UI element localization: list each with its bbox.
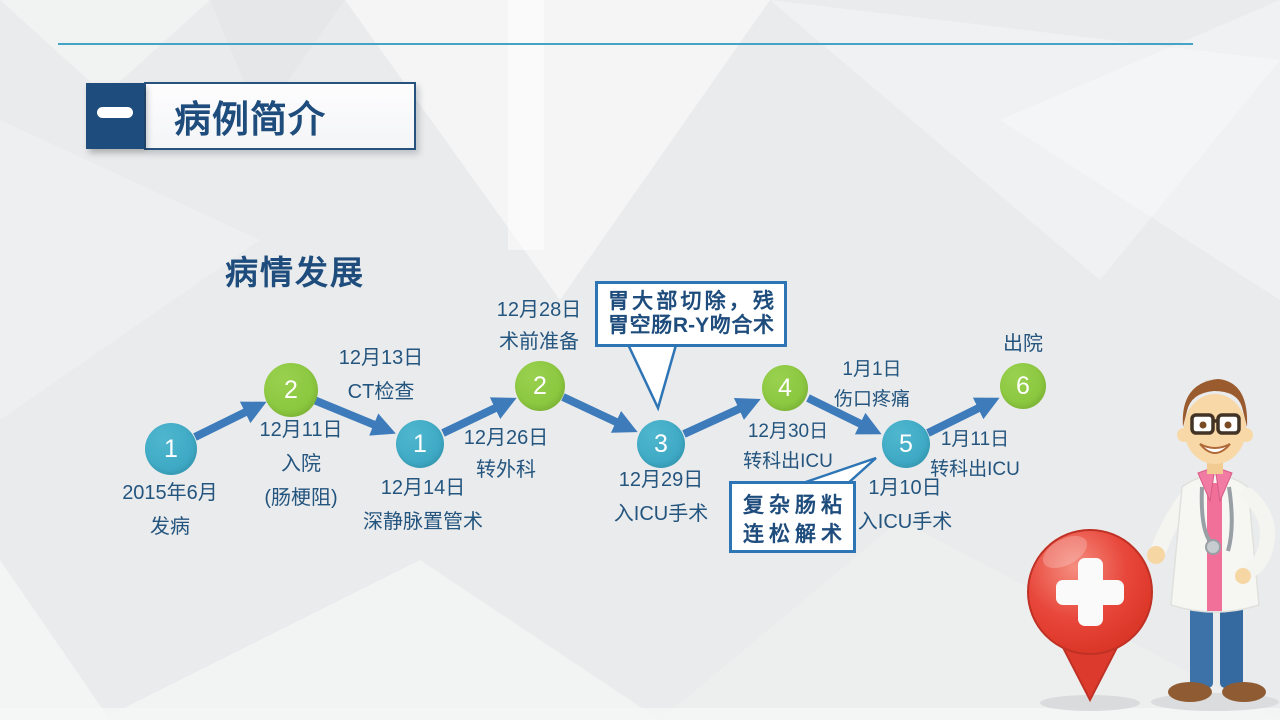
callout-gastrectomy: 胃大部切除，残 胃空肠R-Y吻合术 [595, 281, 787, 347]
medical-cross-pin-icon [1027, 529, 1153, 711]
label-wound-pain: 1月1日 伤口疼痛 [833, 359, 910, 410]
title-marker [86, 83, 144, 149]
label-admission: 12月11日 入院 (肠梗阻) [259, 419, 343, 509]
label-transfer-surgery: 12月26日 转外科 [463, 427, 549, 481]
label-ct-check: 12月13日 CT检查 [338, 347, 424, 403]
label-preop: 12月28日 术前准备 [496, 299, 582, 353]
label-icu-op2: 1月10日 入ICU手术 [857, 477, 953, 533]
arrow-2-3 [312, 396, 396, 436]
timeline-node-6: 4 [762, 365, 808, 411]
label-out-icu2: 1月11日 转科出ICU [930, 429, 1020, 480]
callout-1-tail [623, 336, 680, 412]
arrow-3-4 [441, 397, 517, 437]
label-discharge: 出院 [1003, 333, 1043, 355]
label-cvc: 12月14日 深静脉置管术 [363, 477, 483, 533]
timeline-node-5: 3 [637, 420, 685, 468]
arrow-6-7 [806, 394, 882, 435]
label-onset: 2015年6月 发病 [122, 482, 218, 538]
page-title: 病例简介 [174, 99, 326, 140]
arrow-5-6 [682, 398, 761, 438]
arrow-1-2 [193, 401, 267, 441]
label-icu-op1: 12月29日 入ICU手术 [613, 469, 709, 525]
timeline-node-7: 5 [882, 420, 930, 468]
timeline-node-1: 1 [145, 423, 197, 475]
minus-icon [97, 106, 133, 118]
arrow-7-8 [926, 397, 1000, 437]
timeline-node-3: 1 [396, 420, 444, 468]
timeline-node-4: 2 [515, 361, 565, 411]
section-heading: 病情发展 [225, 254, 365, 291]
label-out-icu1: 12月30日 转科出ICU [743, 421, 833, 472]
title-box: 病例简介 [144, 82, 416, 150]
timeline-node-8: 6 [1000, 363, 1046, 409]
arrow-4-5 [561, 393, 638, 433]
medical-cross-icon [1056, 558, 1124, 626]
doctor-cartoon [1147, 379, 1279, 711]
header-divider-line [58, 43, 1193, 45]
callout-adhesiolysis: 复杂肠粘 连松解术 [729, 481, 856, 553]
timeline-node-2: 2 [264, 363, 318, 417]
